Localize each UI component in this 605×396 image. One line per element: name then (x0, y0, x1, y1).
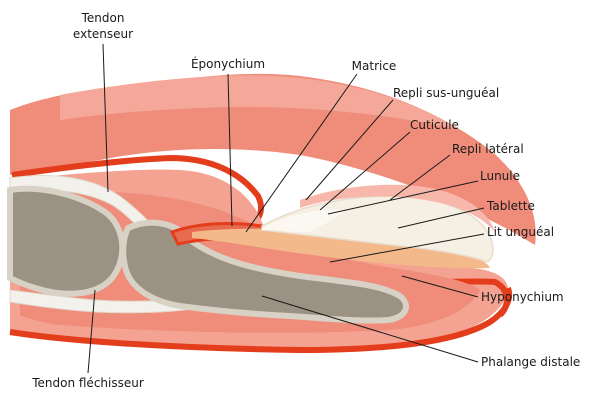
label-tendon-flechisseur: Tendon fléchisseur (31, 376, 144, 390)
label-phalange-distale: Phalange distale (481, 355, 580, 369)
label-tablette: Tablette (486, 199, 535, 213)
label-repli-lateral: Repli latéral (452, 142, 524, 156)
label-matrice: Matrice (352, 59, 397, 73)
label-repli-sus-ungueal: Repli sus-unguéal (393, 86, 499, 100)
label-tendon-extenseur-line1: Tendon (81, 11, 125, 25)
label-tendon-extenseur-line2: extenseur (73, 27, 133, 41)
label-eponychium: Éponychium (191, 56, 265, 71)
label-lunule: Lunule (480, 169, 520, 183)
label-cuticule: Cuticule (410, 118, 459, 132)
label-lit-ungueal: Lit unguéal (487, 225, 554, 239)
label-hyponychium: Hyponychium (481, 290, 564, 304)
